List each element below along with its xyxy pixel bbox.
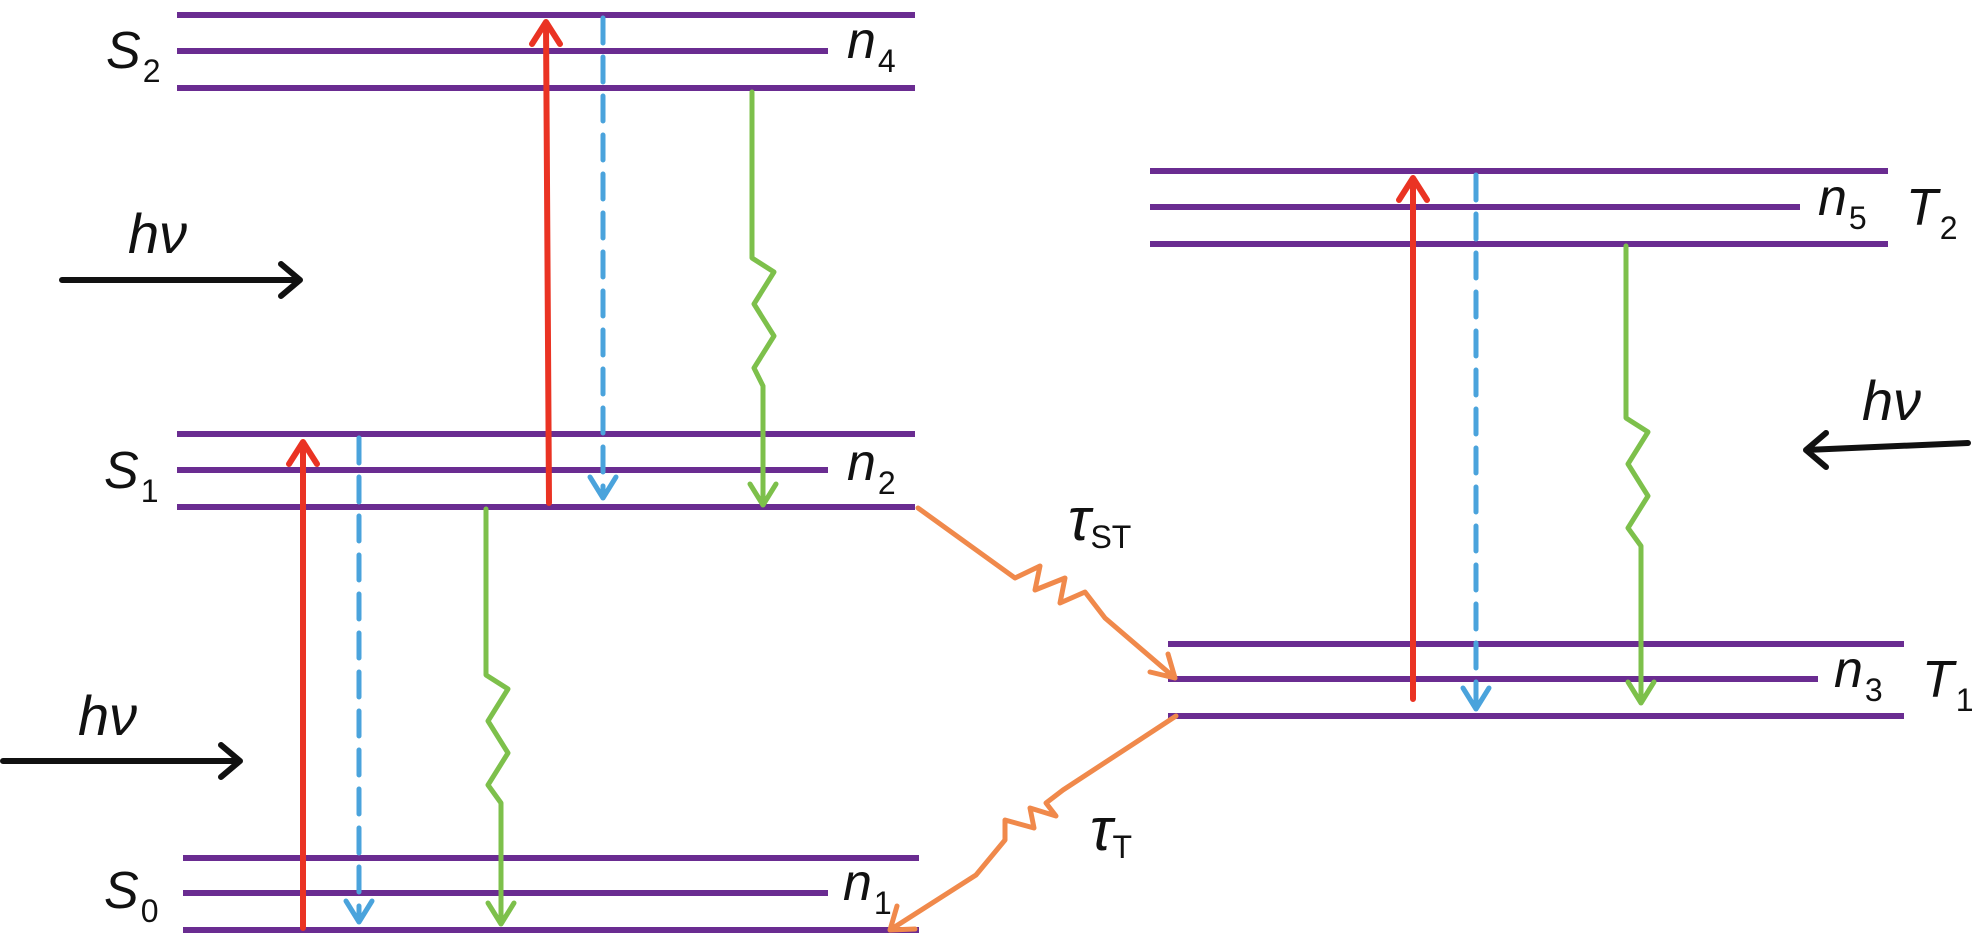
absorption-s0-s1-arrow: [286, 439, 320, 931]
label-s0-main: S: [104, 862, 139, 920]
label-s1-sub: 1: [141, 473, 159, 509]
intersystem-crossing-s1-t1-arrow: [915, 505, 1178, 681]
label-n2-main: n: [847, 434, 876, 492]
label-s0: S0: [104, 862, 158, 929]
label-n4-sub: 4: [878, 43, 896, 79]
label-n3-sub: 3: [1865, 672, 1883, 708]
emission-s2-s1-head: [587, 474, 619, 501]
label-s2-sub: 2: [143, 53, 161, 89]
level-s0: [183, 855, 919, 933]
emission-arrows: [343, 15, 1492, 925]
label-tau-t-main: τ: [1090, 796, 1116, 863]
label-s1-main: S: [104, 442, 139, 500]
label-tau-st-sub: ST: [1090, 519, 1131, 555]
label-n5-sub: 5: [1849, 200, 1867, 236]
intersystem-crossing-t1-s0-arrow: [887, 713, 1179, 933]
label-t2-main: T: [1906, 179, 1941, 237]
level-t2: [1150, 168, 1888, 247]
photon-arrow-s0: [0, 742, 243, 780]
nonradiative-arrows: [483, 89, 1657, 927]
photon-arrows: [0, 261, 1971, 780]
intersystem-arrows: [887, 505, 1179, 933]
label-n5: n5: [1818, 169, 1867, 236]
label-tau-st-main: τ: [1068, 486, 1094, 553]
label-s2: S2: [106, 22, 160, 89]
label-tau-t-sub: T: [1112, 829, 1132, 865]
label-n1: n1: [843, 854, 892, 921]
label-s0-sub: 0: [141, 893, 159, 929]
label-tau-st: τST: [1068, 486, 1131, 555]
label-n2: n2: [847, 434, 896, 501]
label-n1-main: n: [843, 854, 872, 912]
label-t2-sub: 2: [1940, 210, 1958, 246]
relaxation-s2-s1-arrow: [747, 89, 779, 508]
label-n5-main: n: [1818, 169, 1847, 227]
emission-s1-s0-head: [343, 898, 375, 925]
label-n3: n3: [1834, 641, 1883, 708]
label-t2: T2: [1906, 179, 1958, 246]
relaxation-t2-t1-arrow: [1623, 243, 1657, 706]
absorption-t1-t2-arrow: [1396, 175, 1430, 702]
label-hv-s0: hν: [78, 684, 137, 747]
level-t1: [1168, 641, 1904, 719]
label-s2-main: S: [106, 22, 141, 80]
label-n4-main: n: [847, 12, 876, 70]
relaxation-s1-s0-arrow: [483, 506, 517, 927]
label-t1-main: T: [1922, 651, 1957, 709]
absorption-s1-s2-arrow: [529, 19, 563, 506]
emission-t2-t1-head: [1460, 685, 1492, 712]
label-n3-main: n: [1834, 641, 1863, 699]
absorption-arrows: [286, 19, 1430, 931]
label-t1: T1: [1922, 651, 1974, 718]
label-hv-s1: hν: [128, 202, 187, 265]
label-tau-t: τT: [1090, 796, 1132, 865]
label-n2-sub: 2: [878, 465, 896, 501]
label-s1: S1: [104, 442, 158, 509]
label-n4: n4: [847, 12, 896, 79]
label-hv-t: hν: [1862, 369, 1921, 432]
photon-arrow-s1: [59, 261, 303, 299]
photon-arrow-t: [1803, 430, 1971, 470]
label-t1-sub: 1: [1956, 682, 1974, 718]
label-n1-sub: 1: [874, 885, 892, 921]
